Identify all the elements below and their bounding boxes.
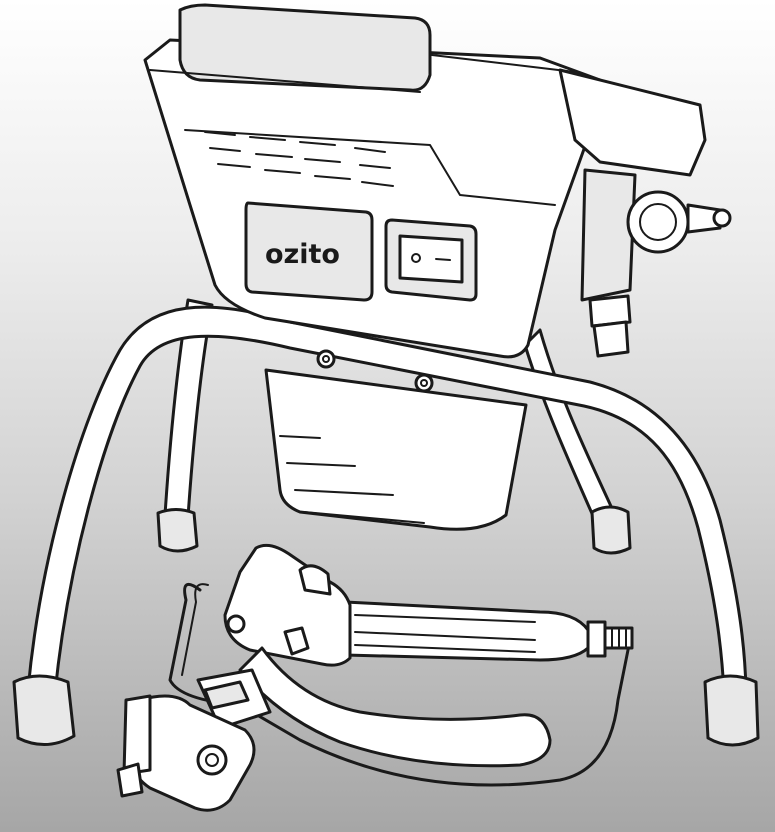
front-frame [12,305,760,747]
brand-logo-panel: ozito [244,201,374,302]
power-switch-icon [384,218,478,302]
paint-tank [264,368,528,531]
brand-logo: ozito [265,239,340,270]
motor-housing [143,3,732,359]
spray-gun-icon [116,543,634,812]
